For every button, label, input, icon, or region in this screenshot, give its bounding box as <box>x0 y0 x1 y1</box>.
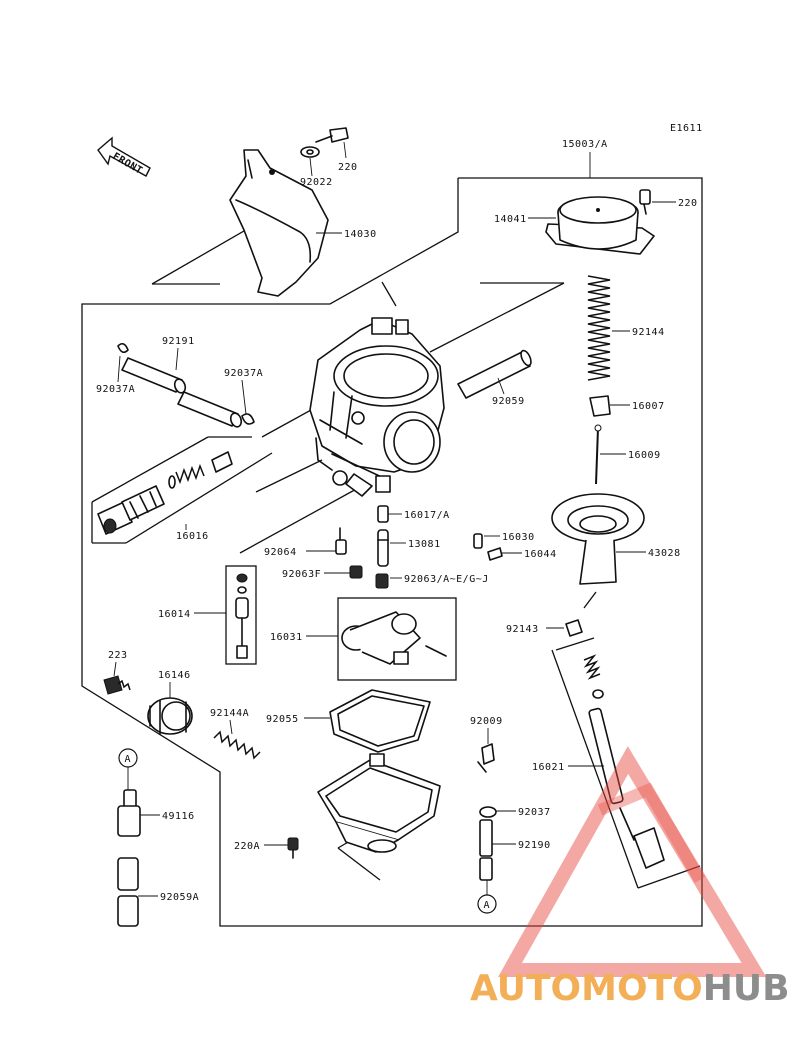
screw-220-top <box>315 127 349 143</box>
clip-92143 <box>565 619 583 637</box>
part-callout-92191: 92191 <box>162 336 195 347</box>
svg-text:A: A <box>125 754 132 765</box>
screw-220a <box>287 837 299 859</box>
leader-line <box>117 355 121 383</box>
part-callout-16030: 16030 <box>502 532 535 543</box>
part-callout-92037: 92037 <box>518 807 551 818</box>
washer-92022 <box>300 146 320 158</box>
svg-text:A: A <box>484 900 491 911</box>
part-callout-92144: 92144 <box>632 327 665 338</box>
screw-220-right <box>639 189 651 215</box>
leader-line <box>175 347 179 371</box>
tube-92059 <box>457 349 532 399</box>
part-callout-92037a: 92037A <box>224 368 263 379</box>
part-callout-16009: 16009 <box>628 450 661 461</box>
jet-92063f <box>349 565 363 579</box>
hose-92190 <box>479 819 493 881</box>
clip-92037 <box>479 806 497 818</box>
jets-16030 <box>473 533 483 549</box>
float-bowl <box>317 753 441 853</box>
top-cap-14041 <box>545 196 655 255</box>
cover-14030 <box>229 149 329 297</box>
clip-92037a-left <box>117 342 129 354</box>
screw-223 <box>103 675 131 695</box>
screw-92009 <box>477 743 495 773</box>
ref-mark-a-left: A <box>118 748 138 790</box>
starter-plunger-16016 <box>97 451 233 535</box>
leader-line <box>241 379 247 415</box>
needle-16009 <box>594 424 602 485</box>
part-callout-92063f: 92063F <box>282 569 321 580</box>
part-callout-16016: 16016 <box>176 531 209 542</box>
part-callout-92009: 92009 <box>470 716 503 727</box>
part-callout-92063-a-e-g-j: 92063/A~E/G~J <box>404 574 489 585</box>
part-callout-16146: 16146 <box>158 670 191 681</box>
part-callout-92143: 92143 <box>506 624 539 635</box>
part-callout-16031: 16031 <box>270 632 303 643</box>
leader-line <box>229 719 233 735</box>
clip-92037a-right <box>241 413 255 425</box>
part-callout-220: 220 <box>338 162 358 173</box>
spring-92144a <box>213 730 261 760</box>
gasket-92055 <box>329 689 431 753</box>
part-callout-92022: 92022 <box>300 177 333 188</box>
needle-jet-13081 <box>377 529 389 567</box>
jet-92063a <box>375 573 389 589</box>
front-arrow-icon: FRONT <box>97 136 151 177</box>
throttle-16031 <box>341 611 447 665</box>
part-callout-14041: 14041 <box>494 214 527 225</box>
part-callout-92144a: 92144A <box>210 708 249 719</box>
hose-92191 <box>121 357 243 428</box>
part-callout-92055: 92055 <box>266 714 299 725</box>
watermark-part1: AUTOMOTO <box>470 968 703 1009</box>
diaphragm-43028 <box>551 493 645 585</box>
needle-assembly-16021 <box>583 654 665 869</box>
ref-mark-a-right: A <box>477 880 497 914</box>
jet-92064 <box>335 527 347 555</box>
part-callout-92190: 92190 <box>518 840 551 851</box>
part-callout-92064: 92064 <box>264 547 297 558</box>
part-callout-16007: 16007 <box>632 401 665 412</box>
watermark-part2: HUB <box>703 968 790 1009</box>
part-callout-220: 220 <box>678 198 698 209</box>
part-callout-223: 223 <box>108 650 128 661</box>
part-callout-92059: 92059 <box>492 396 525 407</box>
float-valve-16146 <box>147 697 193 735</box>
jets-16044 <box>487 547 503 561</box>
jet-16017a <box>377 505 389 523</box>
leader-line <box>497 377 505 395</box>
part-callout-14030: 14030 <box>344 229 377 240</box>
carburetor-body <box>309 317 445 497</box>
diagram-code: E1611 <box>670 123 703 134</box>
automotohub-watermark: AUTOMOTOHUB <box>470 746 790 1009</box>
clip-16007 <box>589 395 611 417</box>
part-callout-16021: 16021 <box>532 762 565 773</box>
part-callout-49116: 49116 <box>162 811 195 822</box>
part-49116 <box>117 789 141 837</box>
part-callout-13081: 13081 <box>408 539 441 550</box>
part-callout-16044: 16044 <box>524 549 557 560</box>
tube-92059a <box>117 857 139 927</box>
part-callout-92037a: 92037A <box>96 384 135 395</box>
part-callout-15003-a: 15003/A <box>562 139 608 150</box>
leader-line <box>343 141 347 159</box>
part-callout-16017-a: 16017/A <box>404 510 450 521</box>
svg-text:AUTOMOTOHUB: AUTOMOTOHUB <box>470 968 790 1009</box>
spring-92144 <box>587 275 611 381</box>
callout-labels: 15003/A 220 92022 14030 220 14041 92144 16007 16… <box>96 139 698 903</box>
part-callout-43028: 43028 <box>648 548 681 559</box>
part-callout-220a: 220A <box>234 841 260 852</box>
part-callout-92059a: 92059A <box>160 892 199 903</box>
part-callout-16014: 16014 <box>158 609 191 620</box>
leader-line <box>309 157 313 177</box>
air-screw-16014 <box>235 573 249 659</box>
leader-line <box>113 661 117 677</box>
